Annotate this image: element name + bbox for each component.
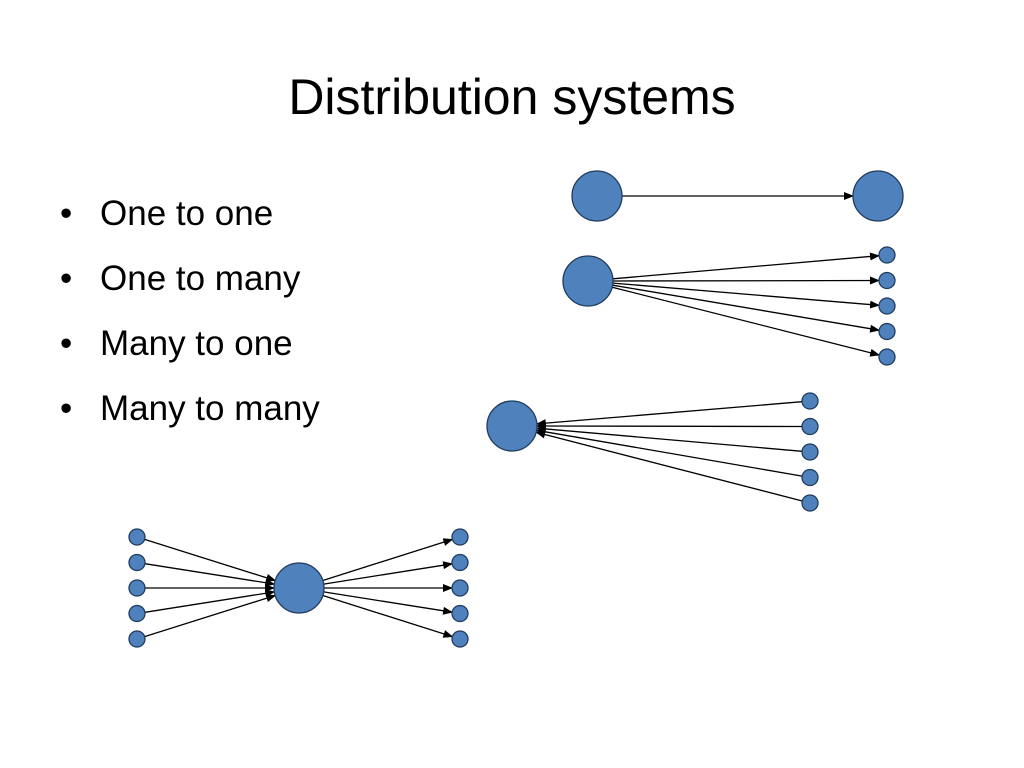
one-to-many-target-node-5 bbox=[878, 348, 896, 366]
many-to-many-target-node-3 bbox=[451, 579, 469, 597]
many-to-one-edge bbox=[535, 424, 803, 452]
slide-title: Distribution systems bbox=[288, 69, 736, 125]
one-to-many-edge bbox=[612, 284, 881, 333]
many-to-many-source-node-2 bbox=[128, 553, 146, 572]
bullet-list: • One to one • One to many • Many to one • M… bbox=[60, 188, 320, 448]
one-to-many-target-node-4 bbox=[878, 322, 896, 341]
many-to-many-outbound-edge bbox=[323, 591, 454, 615]
many-to-one-target-node-1 bbox=[486, 400, 538, 452]
bullet-label: One to one bbox=[100, 194, 274, 233]
many-to-many-inbound-edge bbox=[144, 538, 277, 582]
one-to-many-edge bbox=[612, 276, 880, 285]
bullet-item-one-to-one: • One to one bbox=[60, 188, 320, 253]
many-to-many-outbound-edge bbox=[323, 561, 454, 585]
many-to-one-source-node-3 bbox=[801, 443, 819, 461]
many-to-many-hub-node-1 bbox=[273, 562, 325, 614]
one-to-many-edge bbox=[612, 282, 880, 309]
one-to-one-source-node-1 bbox=[571, 170, 623, 222]
many-to-one-source-node-4 bbox=[801, 468, 819, 487]
bullet-item-one-to-many: • One to many bbox=[60, 253, 320, 318]
bullet-item-many-to-many: • Many to many bbox=[60, 383, 320, 448]
one-to-one-target-node-1 bbox=[852, 170, 904, 222]
many-to-one-edge bbox=[536, 422, 803, 431]
bullet-label: One to many bbox=[100, 259, 301, 298]
bullet-label: Many to one bbox=[100, 324, 293, 363]
many-to-many-target-node-1 bbox=[451, 528, 469, 546]
many-to-one-source-node-2 bbox=[801, 417, 819, 436]
many-to-many-inbound-edge bbox=[144, 594, 277, 638]
many-to-many-source-node-5 bbox=[128, 630, 146, 648]
one-to-many-target-node-2 bbox=[878, 271, 896, 290]
bullet-dot-icon: • bbox=[60, 324, 73, 363]
one-to-many-source-node-1 bbox=[562, 255, 614, 307]
many-to-many-target-node-2 bbox=[451, 553, 469, 572]
many-to-one-source-node-5 bbox=[801, 494, 819, 512]
many-to-many-outbound-edge bbox=[322, 538, 454, 582]
bullet-item-many-to-one: • Many to one bbox=[60, 318, 320, 383]
many-to-one-source-node-1 bbox=[801, 392, 819, 410]
bullet-dot-icon: • bbox=[60, 259, 73, 298]
many-to-one-edge bbox=[535, 427, 803, 477]
many-to-many-target-node-5 bbox=[451, 630, 469, 648]
one-to-many-edge bbox=[612, 252, 880, 280]
one-to-many-edge bbox=[612, 286, 881, 357]
many-to-many-source-node-4 bbox=[128, 604, 146, 623]
bullet-label: Many to many bbox=[100, 389, 320, 428]
many-to-many-outbound-edge bbox=[322, 594, 454, 638]
many-to-many-inbound-edge bbox=[144, 563, 276, 587]
one-to-many-target-node-1 bbox=[878, 246, 896, 264]
many-to-one-edge bbox=[535, 401, 803, 428]
many-to-many-target-node-4 bbox=[451, 604, 469, 623]
many-to-many-inbound-edge bbox=[144, 589, 276, 613]
many-to-many-source-node-3 bbox=[128, 579, 146, 597]
edges-layer bbox=[144, 192, 881, 638]
nodes-layer bbox=[128, 170, 904, 648]
many-to-one-edge bbox=[535, 430, 803, 502]
bullet-dot-icon: • bbox=[60, 389, 73, 428]
one-to-many-target-node-3 bbox=[878, 297, 896, 315]
bullet-dot-icon: • bbox=[60, 194, 73, 233]
many-to-many-source-node-1 bbox=[128, 528, 146, 546]
